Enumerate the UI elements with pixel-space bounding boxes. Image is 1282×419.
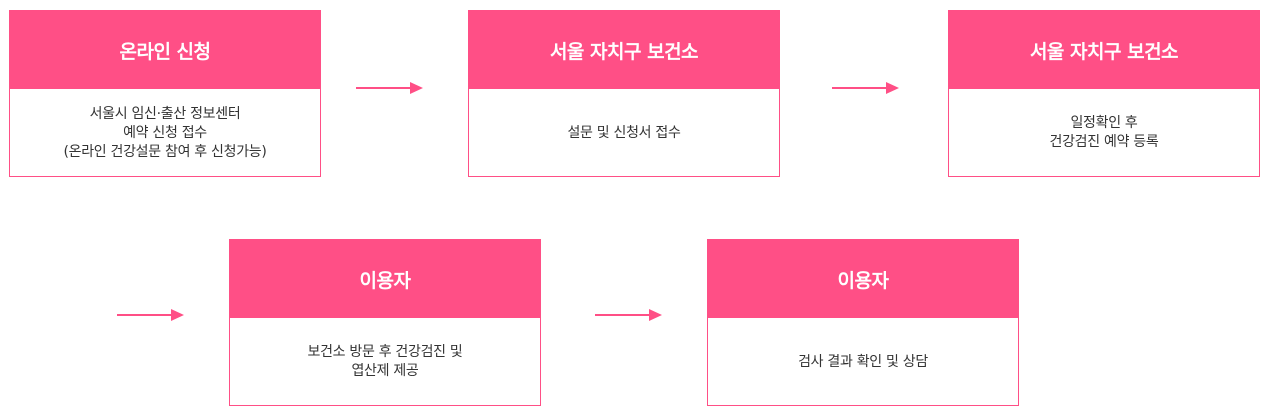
step-box-district-health-center-booking: 서울 자치구 보건소 일정확인 후 건강검진 예약 등록 bbox=[948, 10, 1260, 177]
step-header: 서울 자치구 보건소 bbox=[949, 11, 1259, 89]
step-box-user-results: 이용자 검사 결과 확인 및 상담 bbox=[707, 239, 1019, 406]
step-description: 보건소 방문 후 건강검진 및 엽산제 제공 bbox=[307, 344, 463, 379]
step-header: 이용자 bbox=[708, 240, 1018, 318]
arrow-right-icon bbox=[595, 308, 663, 322]
step-box-user-visit: 이용자 보건소 방문 후 건강검진 및 엽산제 제공 bbox=[229, 239, 541, 406]
step-header: 서울 자치구 보건소 bbox=[469, 11, 779, 89]
step-box-online-application: 온라인 신청 서울시 임신·출산 정보센터 예약 신청 접수 (온라인 건강설문… bbox=[9, 10, 321, 177]
step-header: 온라인 신청 bbox=[10, 11, 320, 89]
arrow-right-icon bbox=[117, 308, 185, 322]
step-description: 설문 및 신청서 접수 bbox=[567, 124, 681, 141]
arrow-right-icon bbox=[356, 81, 424, 95]
step-header: 이용자 bbox=[230, 240, 540, 318]
arrow-right-icon bbox=[832, 81, 900, 95]
step-description: 검사 결과 확인 및 상담 bbox=[798, 353, 928, 370]
step-description: 서울시 임신·출산 정보센터 예약 신청 접수 (온라인 건강설문 참여 후 신… bbox=[63, 105, 267, 160]
step-box-district-health-center-survey: 서울 자치구 보건소 설문 및 신청서 접수 bbox=[468, 10, 780, 177]
step-description: 일정확인 후 건강검진 예약 등록 bbox=[1049, 115, 1159, 150]
